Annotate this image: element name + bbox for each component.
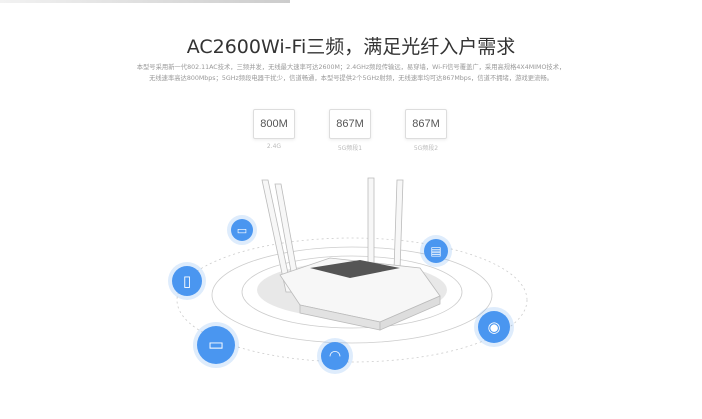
band-label: 5G频段1 (337, 145, 363, 152)
band-speed-box: 800M (253, 109, 295, 139)
page-title: AC2600Wi-Fi三频，满足光纤入户需求 (186, 36, 516, 58)
band-label: 5G频段2 (413, 145, 439, 152)
headphones-icon: ◠ (321, 342, 349, 370)
tv-icon: ▭ (197, 326, 235, 364)
description: 本型号采用新一代802.11AC技术，三频并发，无线最大速率可达2600M；2.… (0, 62, 702, 84)
gamepad-icon: ◉ (478, 311, 510, 343)
desc-line: 无线速率高达800Mbps；5GHz频段电器干扰少，信道畅通，本型号提供2个5G… (149, 75, 553, 82)
camera-icon: ▭ (231, 219, 253, 241)
phone-icon: ▯ (172, 266, 202, 296)
band-label: 2.4G (266, 143, 282, 150)
band-speed-box: 867M (405, 109, 447, 139)
band-speed-box: 867M (329, 109, 371, 139)
top-bar (0, 0, 290, 3)
chat-icon: ▤ (424, 239, 448, 263)
desc-line: 本型号采用新一代802.11AC技术，三频并发，无线最大速率可达2600M；2.… (136, 64, 566, 71)
